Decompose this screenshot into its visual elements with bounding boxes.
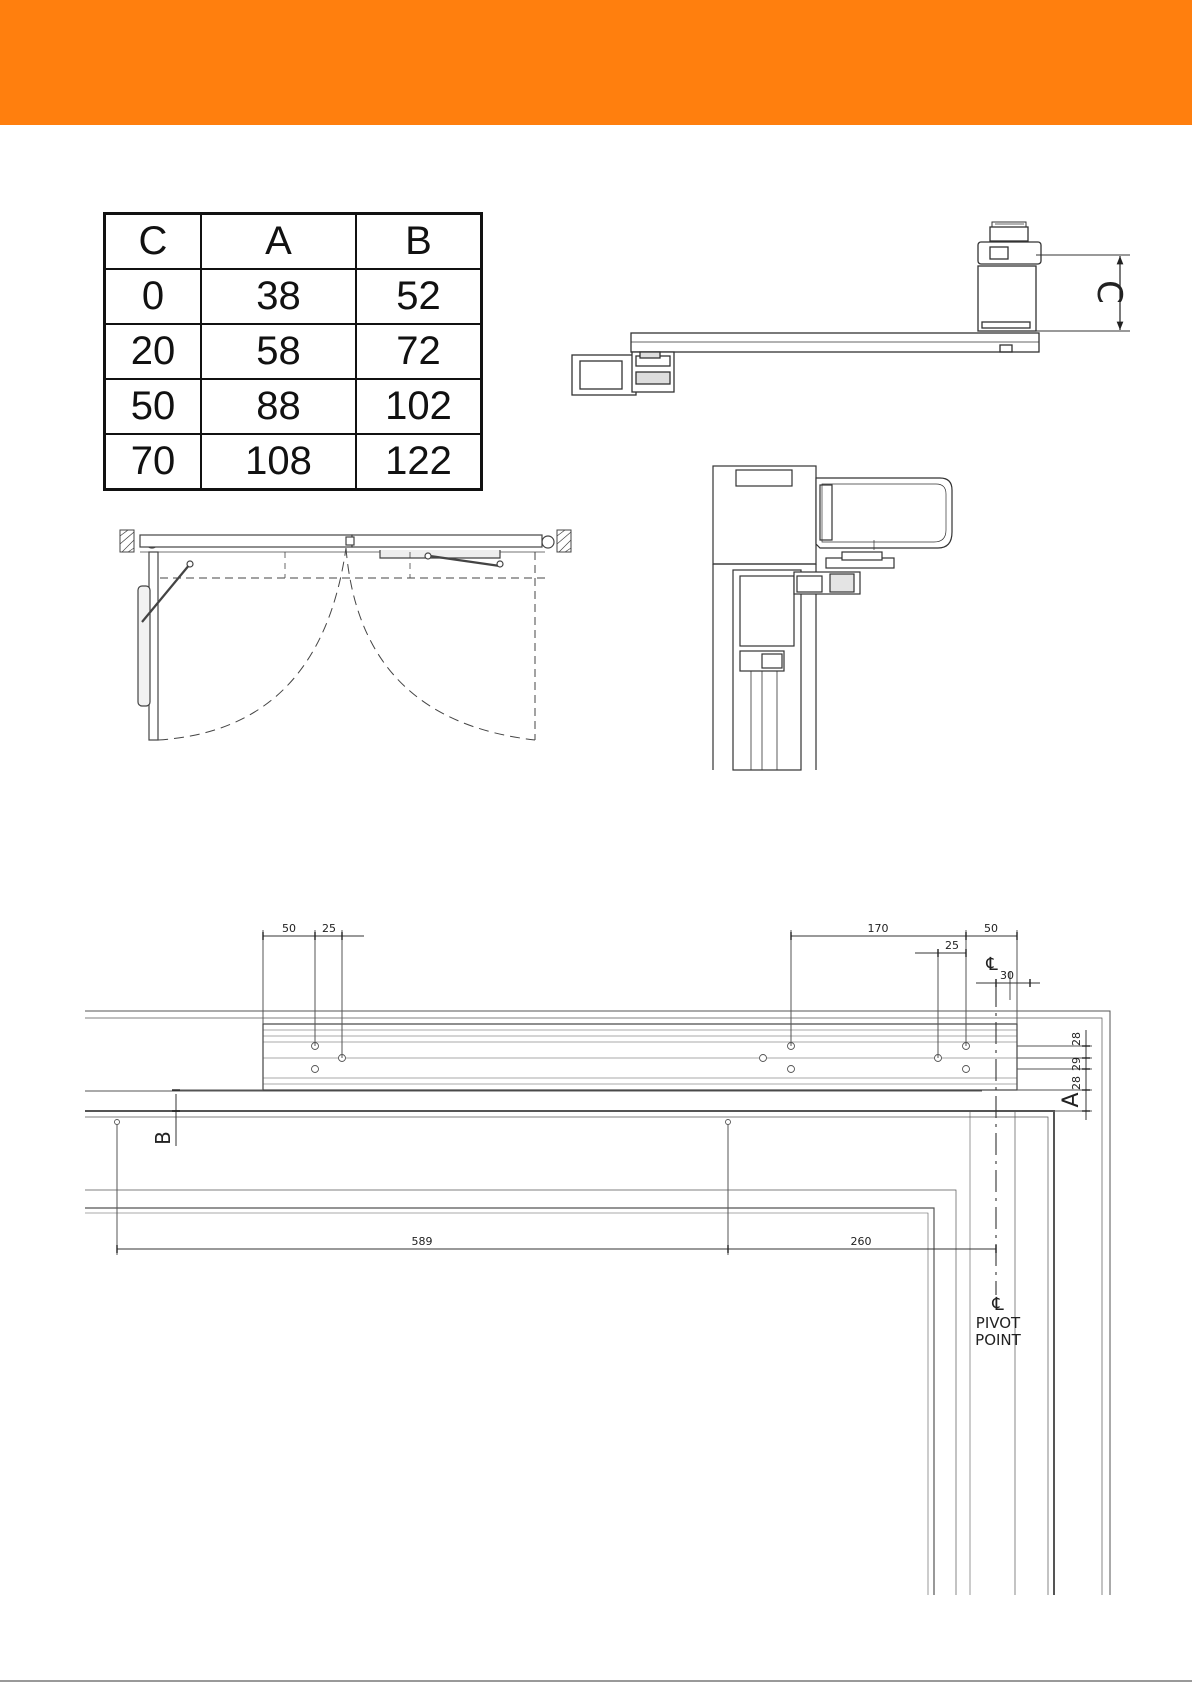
dim-top-right-c: 25 xyxy=(945,939,959,952)
side-view-drawing xyxy=(572,222,1130,395)
centerline-symbol-top: ℄ xyxy=(985,954,998,975)
pivot-label-line2: POINT xyxy=(975,1331,1021,1349)
dim-right-2: 29 xyxy=(1070,1057,1083,1071)
dim-top-right-b: 50 xyxy=(984,922,998,935)
dim-top-right-d: 30 xyxy=(1000,969,1014,982)
dim-top-right-a: 170 xyxy=(868,922,889,935)
dim-top-left-b: 25 xyxy=(322,922,336,935)
centerline-symbol-bottom: ℄ xyxy=(991,1294,1004,1315)
dim-label-c: C xyxy=(1089,280,1129,304)
label-b: B xyxy=(151,1131,175,1145)
dim-top-left-a: 50 xyxy=(282,922,296,935)
dim-bottom-right: 260 xyxy=(851,1235,872,1248)
section-view-drawing xyxy=(713,466,952,770)
label-a: A xyxy=(1059,1092,1084,1107)
dim-right-3: 28 xyxy=(1070,1076,1083,1090)
plan-view-drawing xyxy=(120,530,571,740)
dim-right-1: 28 xyxy=(1070,1032,1083,1046)
dim-bottom-left: 589 xyxy=(412,1235,433,1248)
installation-drawing xyxy=(85,930,1110,1595)
pivot-label-line1: PIVOT xyxy=(976,1314,1021,1332)
